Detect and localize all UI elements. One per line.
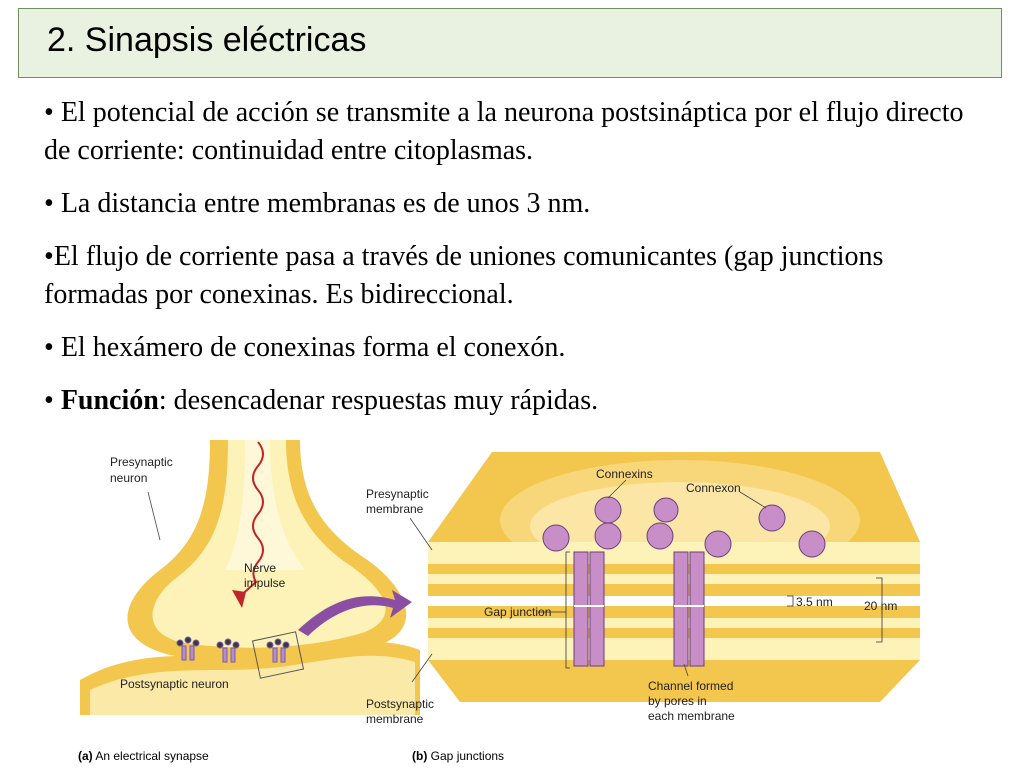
synapse-figure: Presynaptic neuron Nerve impulse Postsyn…: [78, 440, 920, 763]
bullet-item: • El hexámero de conexinas forma el cone…: [44, 332, 566, 363]
label-20-nm: 20 nm: [864, 599, 897, 613]
label-gap-junction: Gap junction: [484, 605, 551, 619]
label-channel: Channel formed by pores in each membrane: [648, 679, 737, 723]
label-connexins: Connexins: [596, 467, 653, 481]
label-postsynaptic-neuron: Postsynaptic neuron: [120, 677, 229, 691]
bullet-item: • La distancia entre membranas es de uno…: [44, 188, 591, 219]
label-nerve-impulse: Nerve impulse: [244, 561, 286, 590]
caption-a: (a) An electrical synapse: [78, 749, 209, 763]
label-presynaptic-neuron: Presynaptic neuron: [110, 455, 176, 485]
title-box: 2. Sinapsis eléctricas: [18, 8, 1002, 78]
label-postsynaptic-membrane: Postsynaptic membrane: [366, 697, 437, 726]
slide-title: 2. Sinapsis eléctricas: [47, 21, 367, 59]
bullet-item: •El flujo de corriente pasa a través de …: [44, 241, 884, 310]
panel-a: Presynaptic neuron Nerve impulse Postsyn…: [78, 440, 420, 763]
panel-b: Presynaptic membrane Connexins Connexon …: [366, 452, 920, 763]
label-connexon: Connexon: [686, 481, 741, 495]
caption-b: (b) Gap junctions: [412, 749, 504, 763]
bullet-item: • El potencial de acción se transmite a …: [44, 97, 964, 166]
label-presynaptic-membrane: Presynaptic membrane: [366, 487, 432, 516]
bullet-list: • El potencial de acción se transmite a …: [44, 94, 994, 435]
label-3-5-nm: 3.5 nm: [796, 595, 833, 609]
bullet-item: • Función: desencadenar respuestas muy r…: [44, 385, 599, 416]
bullet-bold: Función: [60, 385, 159, 416]
